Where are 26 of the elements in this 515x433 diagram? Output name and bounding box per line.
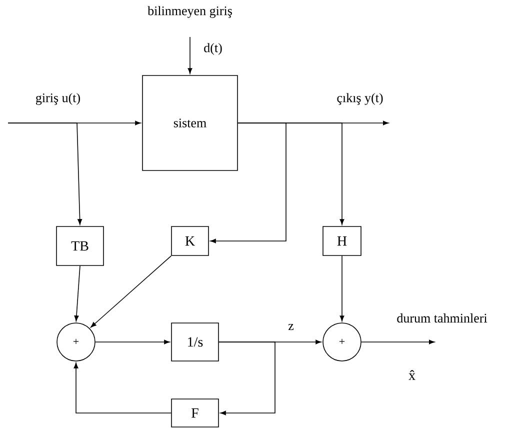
label: bilinmeyen giriş (148, 6, 232, 18)
arrow (90, 256, 172, 328)
edge-label: çıkış y(t) (336, 92, 384, 106)
summing-junction: + (56, 322, 96, 362)
arrow (8, 122, 82, 225)
arrow (95, 340, 170, 344)
arrow (188, 36, 192, 74)
arrow (238, 122, 344, 225)
block-box: sistem (142, 75, 238, 171)
block-box: F (171, 398, 219, 428)
block-box: K (171, 226, 209, 256)
arrow (210, 122, 286, 244)
arrow (74, 362, 172, 414)
arrow (74, 266, 80, 322)
arrow (361, 340, 435, 344)
summing-junction: + (322, 322, 362, 362)
block-box: H (322, 226, 362, 256)
edge-label: z (287, 323, 295, 331)
arrow (218, 342, 276, 416)
edge-label: d(t) (202, 42, 224, 56)
edge-label: durum tahminleri (396, 312, 488, 324)
label: x̂ (408, 370, 416, 380)
edge-label: giriş u(t) (34, 92, 82, 106)
arrow (340, 256, 344, 322)
block-box: TB (56, 226, 104, 266)
block-box: 1/s (171, 322, 219, 362)
